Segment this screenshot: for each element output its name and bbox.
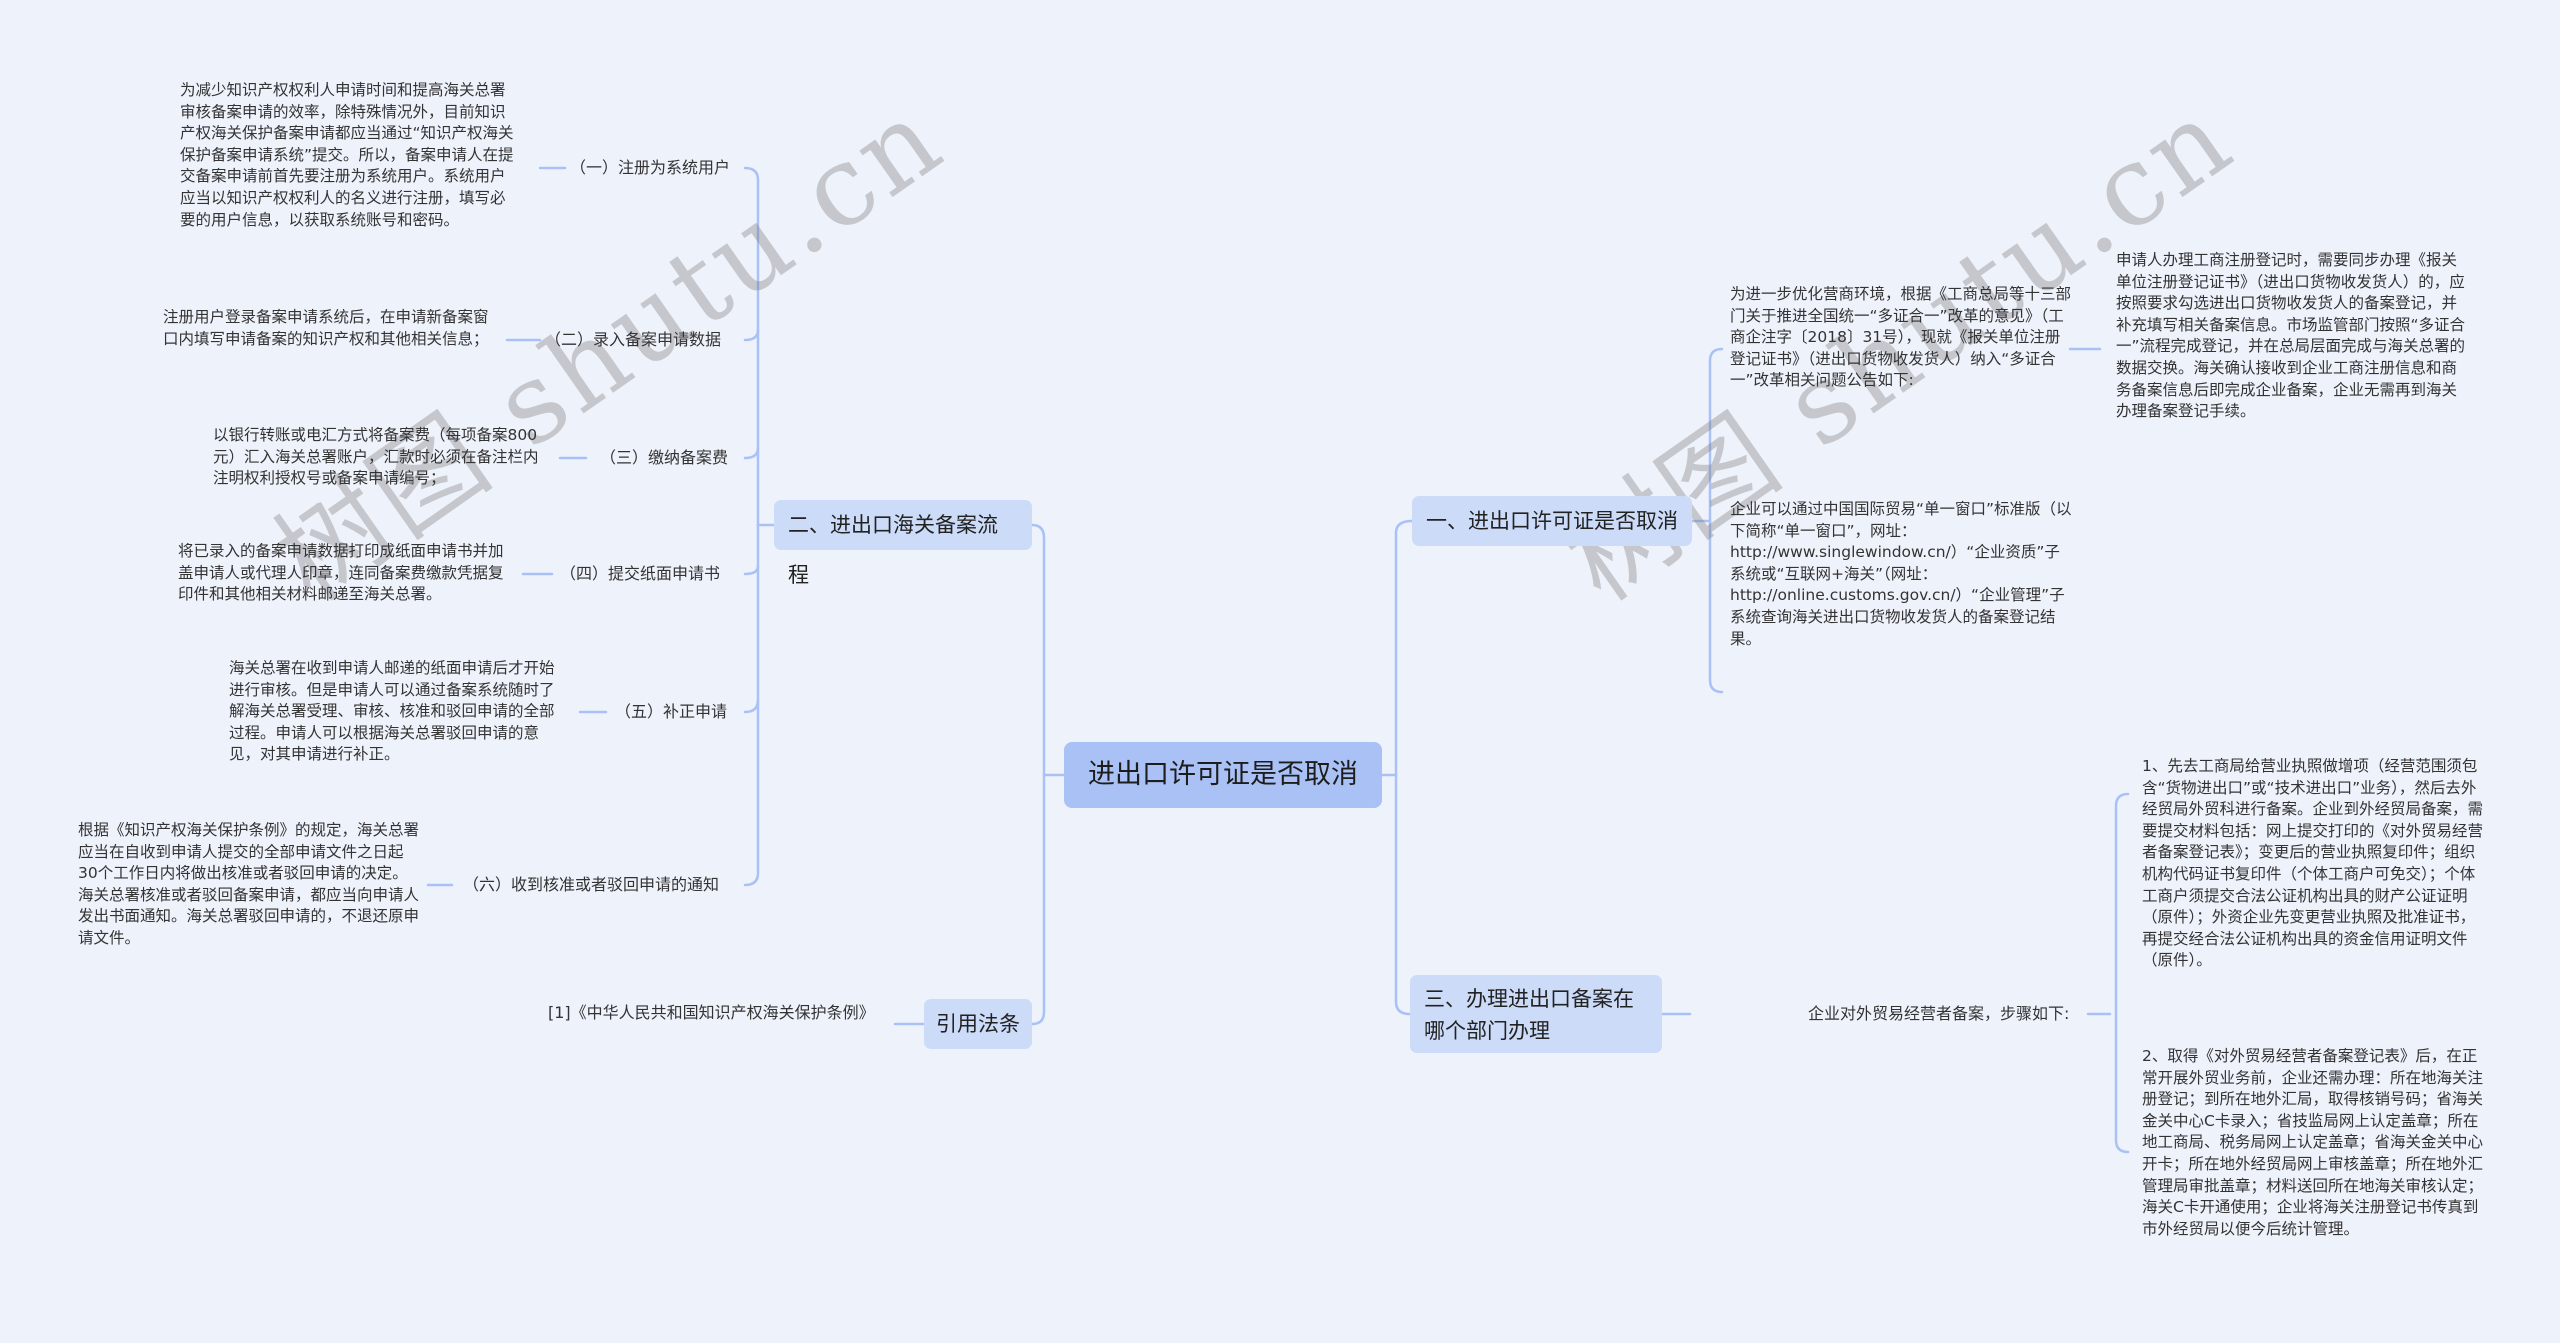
step-2-input-data-label[interactable]: （二）录入备案申请数据 <box>545 330 722 349</box>
multi-cert-reform-detail: 申请人办理工商注册登记时，需要同步办理《报关单位注册登记证书》（进出口货物收发货… <box>2116 251 2466 421</box>
step-4-submit-paper-detail: 将已录入的备案申请数据打印成纸面申请书并加盖申请人或代理人印章，连同备案费缴款凭… <box>178 542 504 604</box>
step-6-notification-detail: 根据《知识产权海关保护条例》的规定，海关总署应当在自收到申请人提交的全部申请文件… <box>78 821 420 947</box>
filing-step-2: 2、取得《对外贸易经营者备案登记表》后，在正常开展外贸业务前，企业还需办理：所在… <box>2142 1047 2484 1238</box>
branch-cited-law[interactable]: 引用法条 <box>924 999 1032 1049</box>
branch-customs-filing-process[interactable]: 二、进出口海关备案流程 <box>774 500 1032 587</box>
cited-law-item[interactable]: [1]《中华人民共和国知识产权海关保护条例》 <box>548 1003 875 1022</box>
filing-steps-intro: 企业对外贸易经营者备案，步骤如下: <box>1808 1004 2070 1023</box>
step-4-submit-paper-label[interactable]: （四）提交纸面申请书 <box>560 564 721 583</box>
branch-which-department[interactable]: 三、办理进出口备案在哪个部门办理 <box>1410 975 1662 1053</box>
step-6-notification-label[interactable]: （六）收到核准或者驳回申请的通知 <box>463 875 720 894</box>
step-1-register-detail: 为减少知识产权权利人申请时间和提高海关总署审核备案申请的效率，除特殊情况外，目前… <box>180 81 514 229</box>
step-3-pay-fee-label[interactable]: （三）缴纳备案费 <box>600 448 729 467</box>
branch-license-cancelled[interactable]: 一、进出口许可证是否取消 <box>1412 496 1692 546</box>
multi-cert-reform-notice: 为进一步优化营商环境，根据《工商总局等十三部门关于推进全国统一“多证合一”改革的… <box>1730 285 2072 390</box>
step-5-correction-label[interactable]: （五）补正申请 <box>615 702 728 721</box>
filing-step-1: 1、先去工商局给营业执照做增项（经营范围须包含“货物进出口”或“技术进出口”业务… <box>2142 757 2484 970</box>
step-1-register-label[interactable]: （一）注册为系统用户 <box>570 158 731 177</box>
root-node[interactable]: 进出口许可证是否取消 <box>1064 742 1382 808</box>
step-2-input-data-detail: 注册用户登录备案申请系统后，在申请新备案窗口内填写申请备案的知识产权和其他相关信… <box>163 308 489 348</box>
step-5-correction-detail: 海关总署在收到申请人邮递的纸面申请后才开始进行审核。但是申请人可以通过备案系统随… <box>229 659 555 764</box>
single-window-query-info: 企业可以通过中国国际贸易“单一窗口”标准版（以下简称“单一窗口”，网址：http… <box>1730 500 2072 648</box>
step-3-pay-fee-detail: 以银行转账或电汇方式将备案费（每项备案800元）汇入海关总署账户，汇款时必须在备… <box>213 426 539 488</box>
